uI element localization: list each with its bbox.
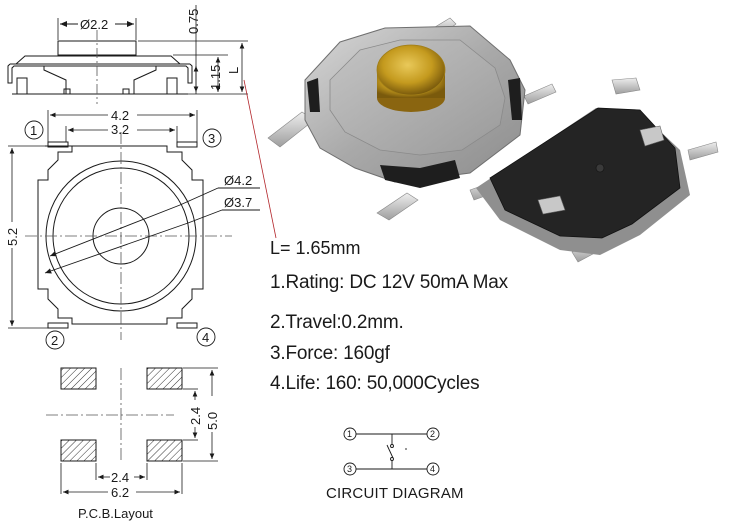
pcb-layout-label: P.C.B.Layout (78, 506, 153, 521)
svg-text:4: 4 (202, 330, 209, 345)
svg-text:4: 4 (430, 464, 435, 474)
spec-life-key: 4.Life: (270, 373, 321, 394)
dim-text-pcb-outer-y: 5.0 (205, 412, 220, 430)
svg-text:3: 3 (208, 131, 215, 146)
product-photo (267, 17, 719, 263)
dim-widths (8, 110, 198, 329)
dim-text-body-height: 1.15 (208, 65, 223, 90)
spec-travel-value: 0.2mm. (341, 312, 404, 333)
side-view-outline (7, 40, 193, 95)
spec-rating: 1.Rating: DC 12V 50mA Max (270, 272, 508, 294)
pin-label-2: 2 (45, 330, 65, 350)
pin-label-4: 4 (196, 327, 216, 347)
spec-force-value: 160gf (338, 343, 390, 364)
dim-text-inner-ring: Ø3.7 (224, 195, 252, 210)
pin-label-1: 1 (24, 120, 44, 140)
dim-actuator-diameter (57, 18, 137, 40)
spec-life-value: 160: 50,000Cycles (320, 373, 480, 394)
dim-text-outer-width: 4.2 (111, 108, 129, 123)
spec-force-key: 3.Force: (270, 343, 339, 364)
spec-travel: 2.Travel:0.2mm. (270, 312, 404, 334)
svg-text:1: 1 (30, 123, 37, 138)
switch-top-body (304, 25, 526, 188)
circuit-pin-numbers: 1 2 3 4 (347, 429, 435, 474)
dim-text-pcb-inner-x: 2.4 (111, 470, 129, 485)
dim-text-pcb-outer-x: 6.2 (111, 485, 129, 500)
pin-label-3: 3 (202, 128, 222, 148)
l-value-label: L= 1.65mm (270, 238, 361, 258)
dim-text-pcb-inner-y: 2.4 (188, 407, 203, 425)
dim-text-total-height: L (226, 67, 241, 74)
svg-text:3: 3 (347, 464, 352, 474)
svg-text:2: 2 (51, 333, 58, 348)
top-view-outline (37, 141, 204, 329)
dim-text-actuator-height: 0.75 (186, 9, 201, 34)
leader-line (243, 79, 277, 239)
spec-travel-key: 2.Travel: (270, 312, 342, 333)
svg-text:2: 2 (430, 429, 435, 439)
switch-bottom-body (476, 107, 690, 255)
circuit-diagram-drawing (343, 427, 440, 476)
dim-heights (138, 5, 248, 95)
dim-text-height: 5.2 (5, 228, 20, 246)
pcb-dims (60, 367, 218, 495)
dim-text-outer-ring: Ø4.2 (224, 173, 252, 188)
spec-rating-value: DC 12V 50mA Max (344, 272, 508, 293)
spec-rating-key: 1.Rating: (270, 272, 345, 293)
dim-text-actuator-diameter: Ø2.2 (80, 17, 108, 32)
spec-life: 4.Life: 160: 50,000Cycles (270, 373, 480, 395)
switch-top-pins (267, 17, 557, 221)
spec-force: 3.Force: 160gf (270, 343, 390, 365)
dim-text-pin-pitch: 3.2 (111, 122, 129, 137)
svg-text:1: 1 (347, 429, 352, 439)
pcb-pads (60, 367, 183, 462)
dim-ring-diameters (44, 187, 260, 274)
circuit-diagram-label: CIRCUIT DIAGRAM (326, 485, 464, 502)
